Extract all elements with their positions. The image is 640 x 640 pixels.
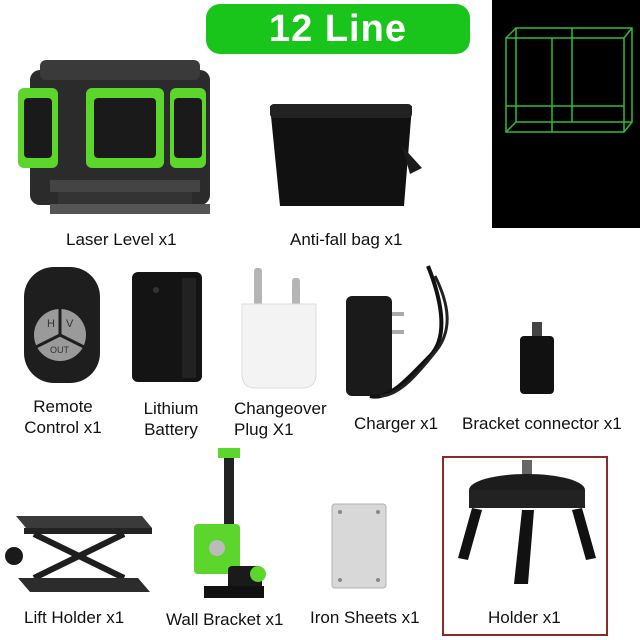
battery-label-line1: Lithium [143, 399, 199, 418]
wall-bracket-image [194, 448, 266, 598]
bracket-connector-image [520, 322, 554, 394]
title-banner: 12 Line [206, 4, 470, 54]
remote-out-button: OUT [50, 345, 70, 355]
anti-fall-bag-label: Anti-fall bag x1 [290, 230, 403, 249]
holder-image [458, 460, 596, 584]
remote-control-image: H V OUT [24, 267, 100, 383]
iron-sheets-label: Iron Sheets x1 [310, 608, 420, 627]
plug-label-line2: Plug X1 [234, 420, 294, 439]
remote-v-button: V [66, 318, 74, 330]
charger-image [346, 265, 449, 399]
holder-highlight-frame [442, 456, 608, 636]
remote-h-button: H [47, 318, 55, 330]
plug-label-line1: Changeover [234, 399, 327, 418]
holder-label: Holder x1 [488, 608, 561, 627]
lift-holder-image [5, 516, 152, 592]
charger-label: Charger x1 [354, 414, 439, 433]
changeover-plug-image [241, 268, 317, 389]
remote-label-line2: Control x1 [24, 418, 102, 437]
lift-holder-label: Lift Holder x1 [24, 608, 125, 627]
battery-label-line2: Battery [144, 420, 198, 439]
changeover-plug-label: Changeover Plug X1 [234, 398, 338, 440]
laser-level-image [18, 60, 210, 214]
lithium-battery-label: Lithium Battery [128, 398, 214, 440]
laser-cube-panel [492, 0, 640, 228]
lithium-battery-image [132, 272, 202, 382]
anti-fall-bag-image [270, 104, 422, 206]
iron-sheet-image [331, 503, 387, 589]
remote-control-label: Remote Control x1 [10, 396, 116, 438]
wall-bracket-label: Wall Bracket x1 [166, 610, 284, 629]
bracket-connector-label: Bracket connector x1 [462, 414, 622, 433]
remote-label-line1: Remote [33, 397, 93, 416]
laser-level-label: Laser Level x1 [66, 230, 177, 249]
